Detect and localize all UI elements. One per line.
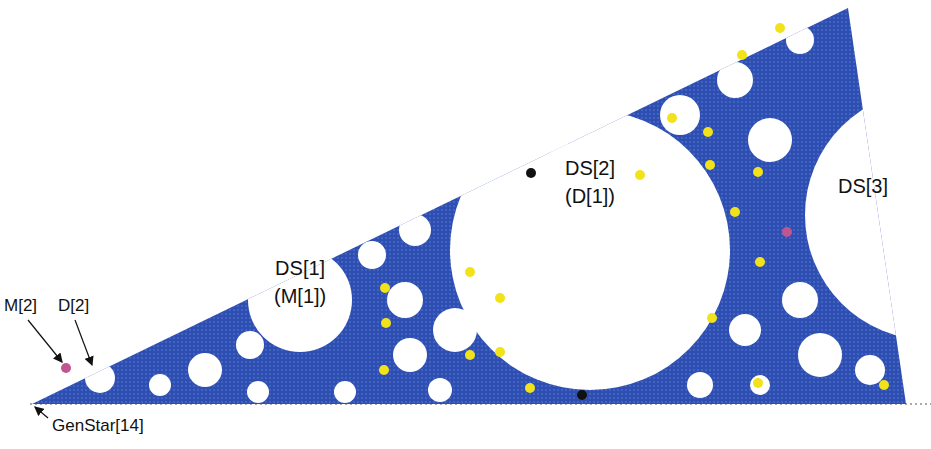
region-alias: (M[1]) bbox=[274, 282, 326, 310]
point-label: GenStar[14] bbox=[52, 416, 144, 436]
region-alias: (D[1]) bbox=[565, 182, 615, 210]
point-label: M[2] bbox=[4, 296, 37, 316]
region-name: DS[1] bbox=[275, 254, 325, 282]
white-tile-region: DS[2](D[1]) bbox=[559, 152, 621, 212]
point-label: D[2] bbox=[58, 296, 89, 316]
region-label: DS[3] bbox=[838, 176, 888, 196]
region-name: DS[2] bbox=[565, 154, 615, 182]
white-tile-region: DS[1](M[1]) bbox=[268, 252, 332, 312]
